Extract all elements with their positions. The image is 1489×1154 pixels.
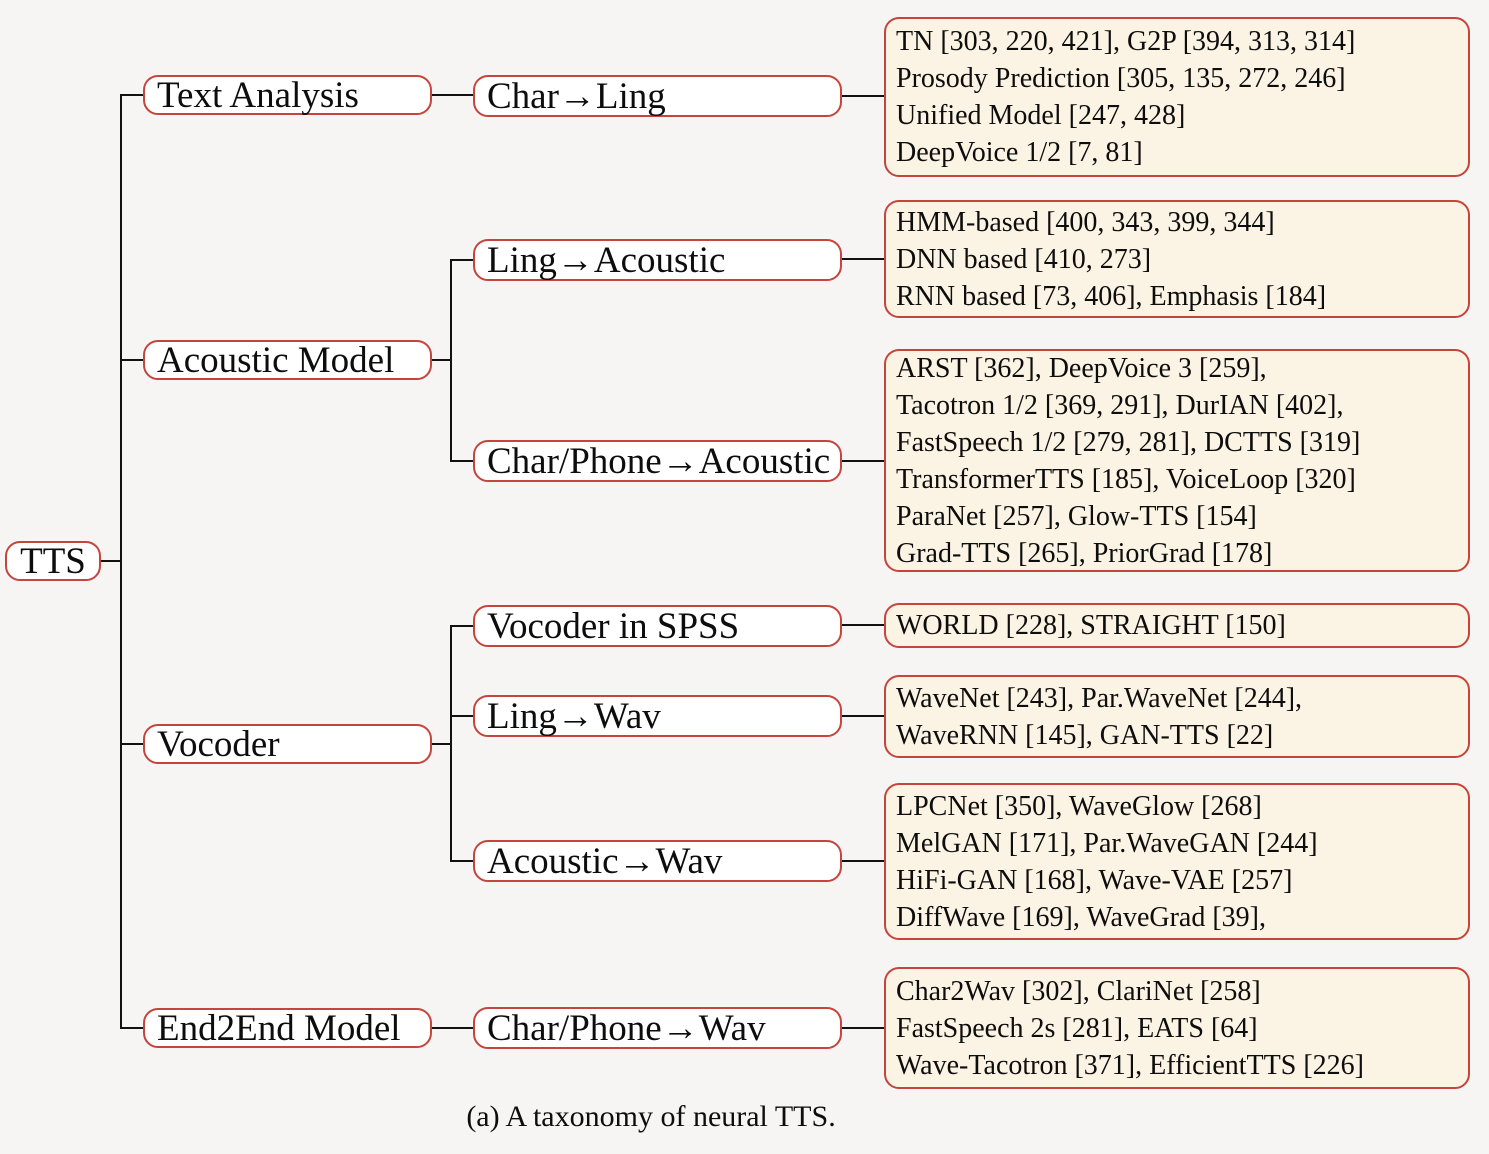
leaf-line: TransformerTTS [185], VoiceLoop [320] (896, 463, 1356, 495)
leaf-line: Unified Model [247, 428] (896, 100, 1186, 131)
leaf-box-ling-to-wav: WaveNet [243], Par.WaveNet [244], WaveRN… (884, 675, 1470, 758)
leaf-box-ling-to-acoustic: HMM-based [400, 343, 399, 344] DNN based… (884, 200, 1470, 318)
leaf-line: Char2Wav [302], ClariNet [258] (896, 975, 1261, 1007)
connector-line (842, 460, 884, 462)
branch-node-text-analysis: Text Analysis (143, 75, 432, 115)
connector-line (842, 1027, 884, 1029)
connector-line (842, 258, 884, 260)
figure-caption: (a) A taxonomy of neural TTS. (466, 1100, 836, 1133)
connector-line (432, 1027, 473, 1029)
connector-line (842, 715, 884, 717)
leaf-line: LPCNet [350], WaveGlow [268] (896, 790, 1262, 822)
connector-line (450, 625, 473, 627)
connector-line (432, 359, 452, 361)
connector-line (120, 743, 145, 745)
connector-line (842, 95, 884, 97)
leaf-box-char-phone-to-wav: Char2Wav [302], ClariNet [258] FastSpeec… (884, 967, 1470, 1089)
leaf-line: Prosody Prediction [305, 135, 272, 246] (896, 63, 1346, 94)
connector-line (120, 95, 122, 1029)
leaf-line: WaveRNN [145], GAN-TTS [22] (896, 719, 1274, 751)
leaf-line: FastSpeech 2s [281], EATS [64] (896, 1012, 1258, 1044)
connector-line (120, 94, 145, 96)
leaf-line: WORLD [228], STRAIGHT [150] (896, 610, 1286, 641)
leaf-line: Wave-Tacotron [371], EfficientTTS [226] (896, 1049, 1364, 1081)
connector-line (100, 560, 122, 562)
connector-line (432, 94, 473, 96)
connector-line (842, 624, 884, 626)
leaf-box-acoustic-to-wav: LPCNet [350], WaveGlow [268] MelGAN [171… (884, 783, 1470, 940)
leaf-box-char-phone-to-acoustic: ARST [362], DeepVoice 3 [259], Tacotron … (884, 349, 1470, 572)
category-node-acoustic-to-wav: Acoustic→Wav (473, 840, 842, 882)
leaf-box-char-to-ling: TN [303, 220, 421], G2P [394, 313, 314] … (884, 17, 1470, 177)
leaf-line: TN [303, 220, 421], G2P [394, 313, 314] (896, 26, 1356, 57)
leaf-line: DeepVoice 1/2 [7, 81] (896, 137, 1143, 168)
leaf-line: WaveNet [243], Par.WaveNet [244], (896, 682, 1303, 714)
category-node-char-phone-to-wav: Char/Phone→Wav (473, 1007, 842, 1049)
leaf-line: FastSpeech 1/2 [279, 281], DCTTS [319] (896, 426, 1361, 458)
leaf-box-vocoder-in-spss: WORLD [228], STRAIGHT [150] (884, 603, 1470, 648)
connector-line (432, 743, 452, 745)
leaf-line: MelGAN [171], Par.WaveGAN [244] (896, 827, 1318, 859)
connector-line (120, 359, 145, 361)
connector-line (120, 1027, 145, 1029)
category-node-char-phone-to-acoustic: Char/Phone→Acoustic (473, 440, 842, 482)
leaf-line: Grad-TTS [265], PriorGrad [178] (896, 537, 1273, 569)
connector-line (450, 259, 473, 261)
branch-node-acoustic-model: Acoustic Model (143, 340, 432, 380)
connector-line (450, 715, 473, 717)
leaf-line: HMM-based [400, 343, 399, 344] (896, 206, 1275, 238)
category-node-vocoder-in-spss: Vocoder in SPSS (473, 605, 842, 647)
leaf-line: DiffWave [169], WaveGrad [39], (896, 901, 1266, 933)
leaf-line: Tacotron 1/2 [369, 291], DurIAN [402], (896, 389, 1344, 421)
leaf-line: HiFi-GAN [168], Wave-VAE [257] (896, 864, 1293, 896)
category-node-char-to-ling: Char→Ling (473, 75, 842, 117)
leaf-line: ARST [362], DeepVoice 3 [259], (896, 352, 1267, 384)
connector-line (450, 460, 473, 462)
category-node-ling-to-acoustic: Ling→Acoustic (473, 239, 842, 281)
branch-node-vocoder: Vocoder (143, 724, 432, 764)
connector-line (842, 860, 884, 862)
branch-node-end2end-model: End2End Model (143, 1008, 432, 1048)
connector-line (450, 860, 473, 862)
leaf-line: DNN based [410, 273] (896, 243, 1152, 275)
category-node-ling-to-wav: Ling→Wav (473, 695, 842, 737)
connector-line (450, 626, 452, 862)
connector-line (450, 260, 452, 462)
root-node-tts: TTS (5, 541, 101, 581)
leaf-line: RNN based [73, 406], Emphasis [184] (896, 280, 1327, 312)
leaf-line: ParaNet [257], Glow-TTS [154] (896, 500, 1257, 532)
